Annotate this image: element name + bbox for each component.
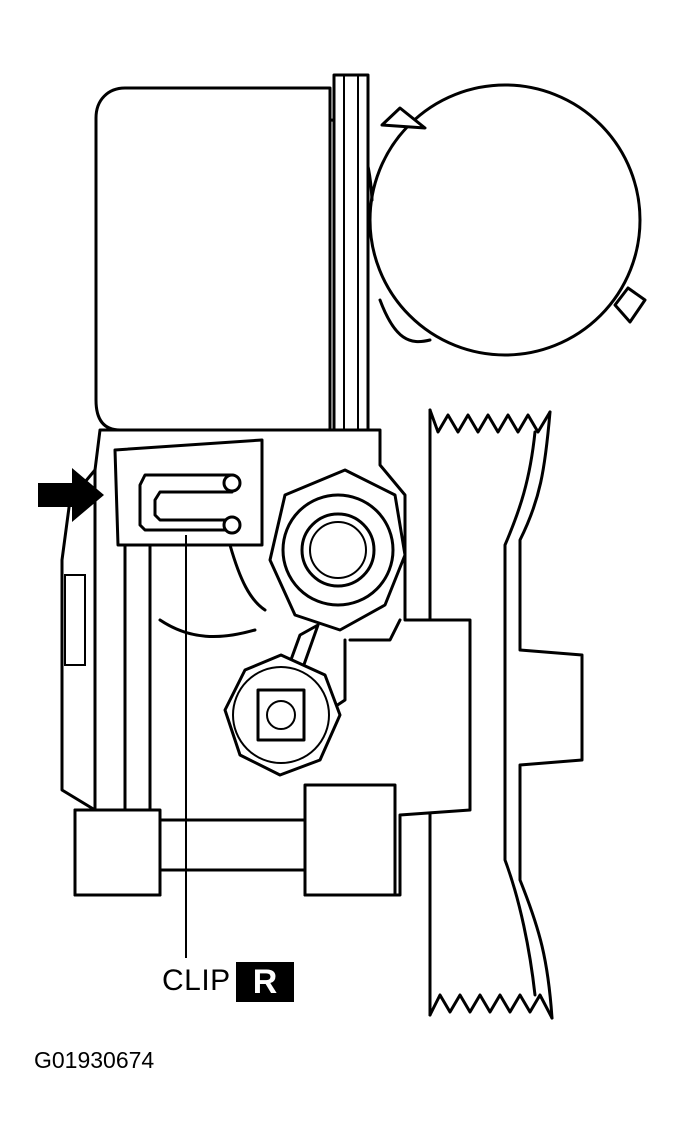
clip-callout-label: CLIP bbox=[162, 964, 231, 997]
return-pipe bbox=[328, 73, 374, 480]
replace-badge: R bbox=[236, 962, 294, 1002]
pointer-arrow-icon bbox=[38, 468, 104, 522]
mounting-bolt bbox=[223, 653, 342, 777]
clip bbox=[113, 438, 264, 547]
outlet-union-nut bbox=[268, 468, 407, 692]
figure-id: G01930674 bbox=[34, 1047, 155, 1073]
reservoir bbox=[94, 83, 647, 432]
